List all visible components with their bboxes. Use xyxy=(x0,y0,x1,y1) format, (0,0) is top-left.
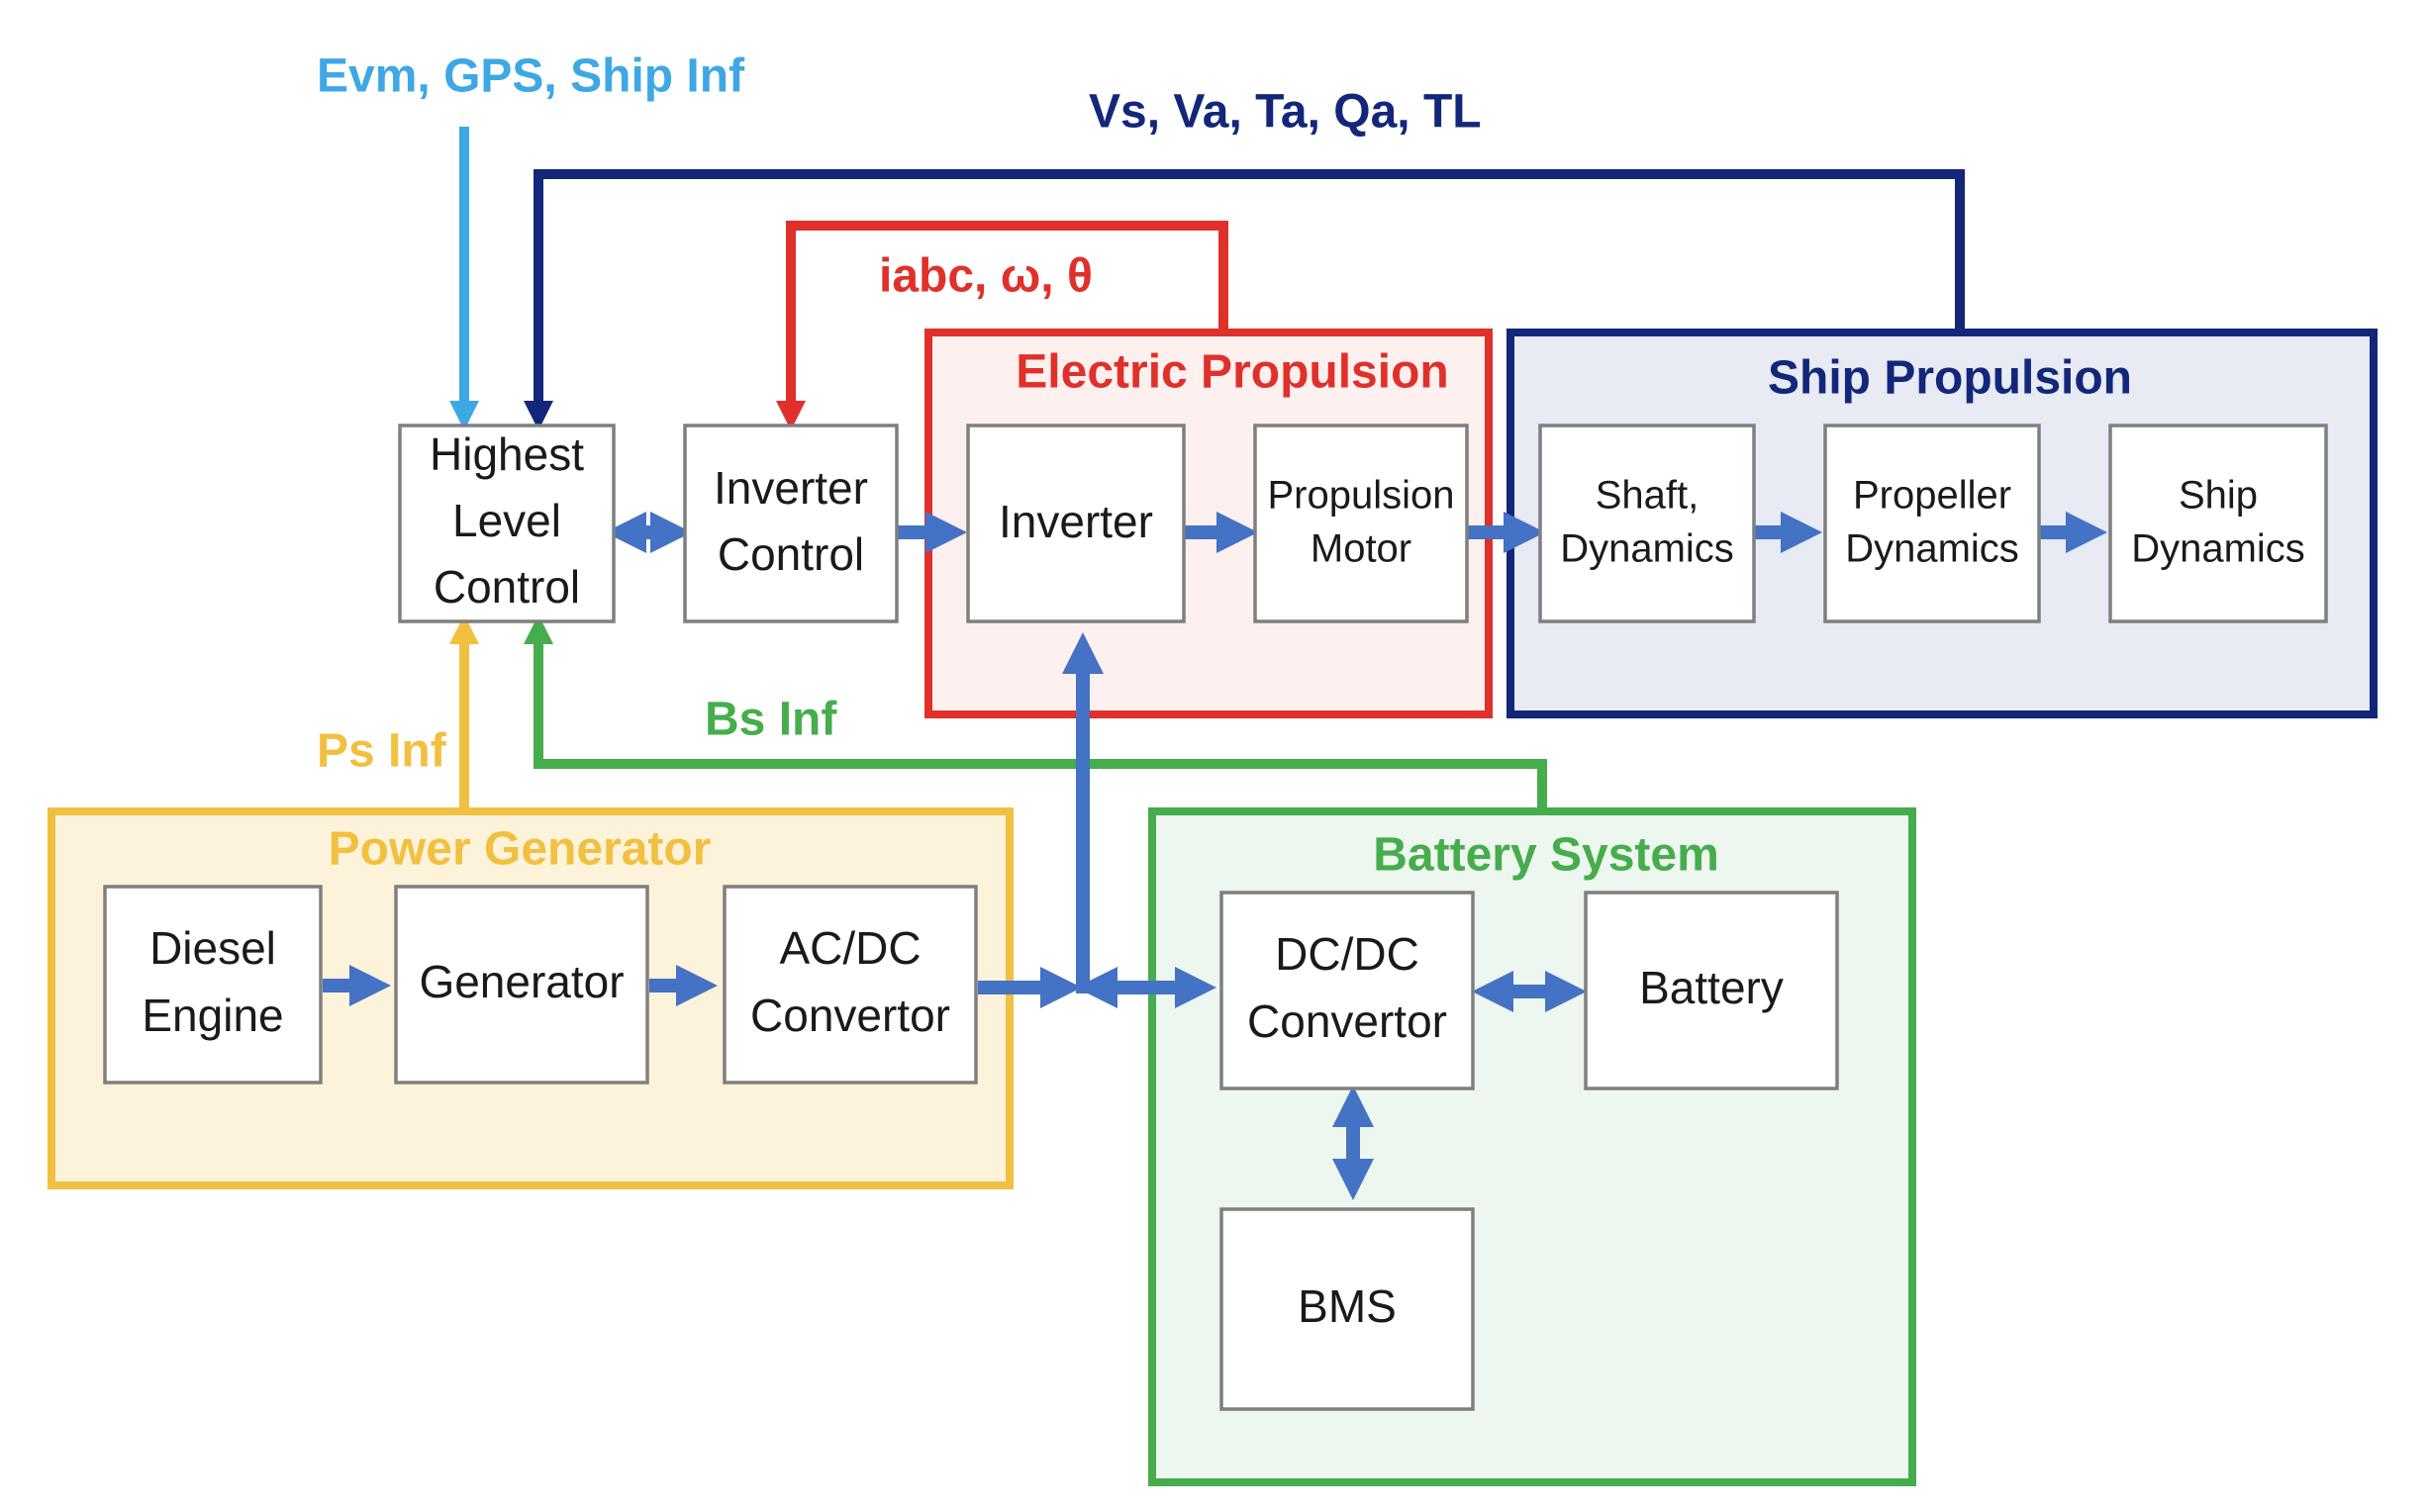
bms-block: BMS xyxy=(1219,1207,1475,1411)
electric-propulsion-title: Electric Propulsion xyxy=(1016,346,1448,399)
dc-dc-convertor-label-2: Convertor xyxy=(1247,995,1447,1047)
motor-feedback-line xyxy=(776,221,1228,430)
ship-dynamics-block: Ship Dynamics xyxy=(2108,424,2328,623)
diesel-engine-block: Diesel Engine xyxy=(103,885,323,1085)
inverter-control-label-1: Inverter xyxy=(714,462,868,514)
inverter-control-label-2: Control xyxy=(718,528,864,580)
battery-block: Battery xyxy=(1584,891,1839,1090)
highest-level-control-label-1: Highest xyxy=(430,428,584,480)
shaft-dynamics-block: Shaft, Dynamics xyxy=(1538,424,1756,623)
dc-dc-convertor-block: DC/DC Convertor xyxy=(1219,891,1475,1090)
propeller-dynamics-label-1: Propeller xyxy=(1853,474,2011,518)
propeller-dynamics-label-2: Dynamics xyxy=(1845,527,2019,571)
diesel-engine-label-1: Diesel xyxy=(149,922,276,974)
bs-inf-line xyxy=(524,614,1547,811)
ship-feedback-line xyxy=(524,169,1965,430)
ship-dynamics-label-2: Dynamics xyxy=(2131,527,2305,571)
propulsion-motor-label-1: Propulsion xyxy=(1267,474,1454,518)
flow-arrows xyxy=(323,512,2107,1200)
generator-block: Generator xyxy=(394,885,649,1085)
propulsion-motor-label-2: Motor xyxy=(1311,527,1411,571)
motor-feedback-label: iabc, ω, θ xyxy=(879,250,1093,303)
ship-feedback-label: Vs, Va, Ta, Qa, TL xyxy=(1089,86,1482,139)
generator-label: Generator xyxy=(419,956,624,1007)
ship-dynamics-label-1: Ship xyxy=(2179,474,2258,518)
highest-level-control-block: Highest Level Control xyxy=(398,424,616,623)
inverter-label: Inverter xyxy=(999,496,1153,547)
ac-dc-convertor-label-1: AC/DC xyxy=(779,922,921,974)
inverter-control-block: Inverter Control xyxy=(683,424,899,623)
battery-system-title: Battery System xyxy=(1373,829,1719,882)
propulsion-motor-block: Propulsion Motor xyxy=(1253,424,1469,623)
bs-inf-label: Bs Inf xyxy=(705,694,837,746)
highest-level-control-label-2: Level xyxy=(452,495,561,546)
bms-label: BMS xyxy=(1298,1280,1397,1332)
ac-dc-convertor-label-2: Convertor xyxy=(750,990,950,1041)
ps-inf-label: Ps Inf xyxy=(317,725,447,778)
inverter-block: Inverter xyxy=(966,424,1186,623)
battery-label: Battery xyxy=(1639,962,1784,1013)
power-generator-title: Power Generator xyxy=(329,823,712,876)
shaft-dynamics-label-2: Dynamics xyxy=(1560,527,1734,571)
dc-dc-convertor-label-1: DC/DC xyxy=(1275,928,1419,980)
ship-propulsion-title: Ship Propulsion xyxy=(1768,352,2132,405)
evm-gps-label: Evm, GPS, Ship Inf xyxy=(317,50,745,103)
highest-level-control-label-3: Control xyxy=(434,561,580,613)
diesel-engine-label-2: Engine xyxy=(142,990,283,1041)
ac-dc-convertor-block: AC/DC Convertor xyxy=(723,885,978,1085)
shaft-dynamics-label-1: Shaft, xyxy=(1596,474,1700,518)
propeller-dynamics-block: Propeller Dynamics xyxy=(1823,424,2041,623)
